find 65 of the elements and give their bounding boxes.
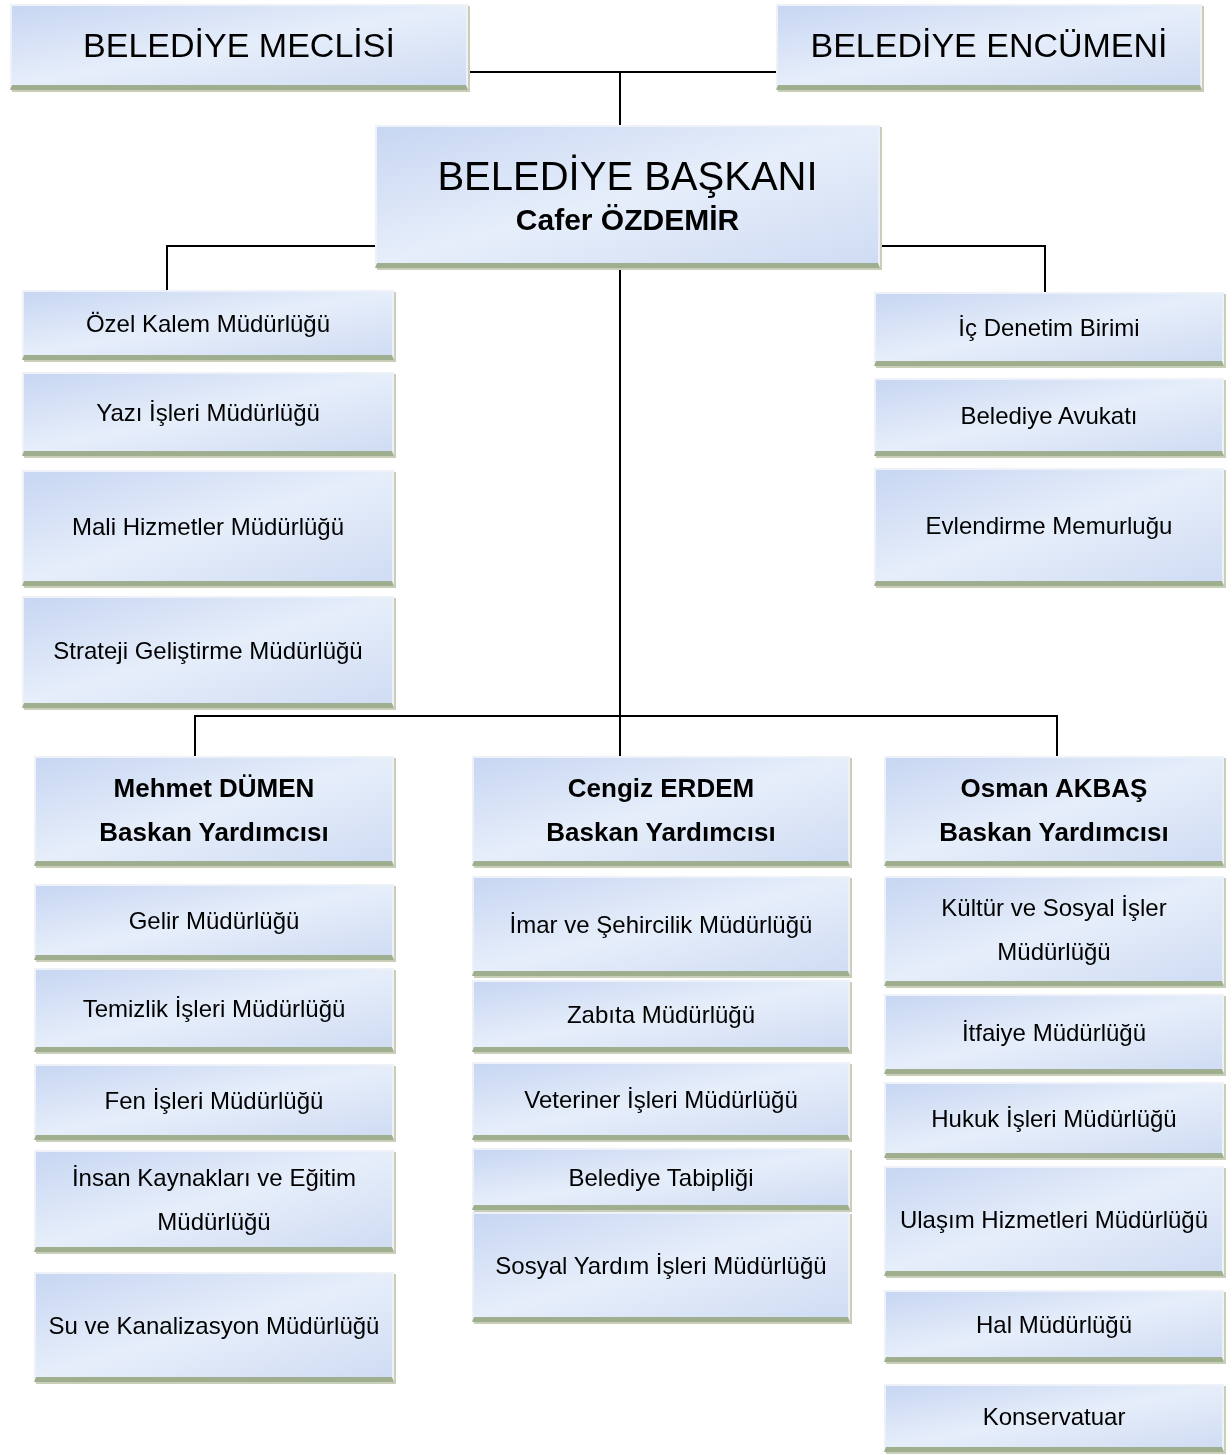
unit-name: İnsan Kaynakları ve Eğitim Müdürlüğü <box>70 1162 358 1237</box>
unit-name: Ulaşım Hizmetleri Müdürlüğü <box>899 1204 1209 1235</box>
connector-line <box>879 245 1046 293</box>
org-box <box>22 596 394 708</box>
unit-name: Strateji Geliştirme Müdürlüğü <box>53 635 363 666</box>
unit-name: BELEDİYE MECLİSİ <box>83 25 395 67</box>
org-box <box>22 372 394 456</box>
org-box <box>34 756 394 866</box>
org-box <box>472 876 850 976</box>
org-box <box>776 4 1202 90</box>
unit-name: İç Denetim Birimi <box>958 312 1140 343</box>
unit-name: Zabıta Müdürlüğü <box>566 999 756 1030</box>
unit-name: Fen İşleri Müdürlüğü <box>104 1085 324 1116</box>
connector-line <box>166 245 376 291</box>
org-box <box>34 1150 394 1252</box>
unit-name: İtfaiye Müdürlüğü <box>961 1017 1147 1048</box>
role-title: Baskan Yardımcısı <box>99 815 329 849</box>
org-box <box>34 968 394 1052</box>
org-box <box>884 994 1224 1074</box>
org-box <box>34 1272 394 1382</box>
unit-name: Yazı İşleri Müdürlüğü <box>96 397 320 428</box>
unit-name: Konservatuar <box>982 1401 1126 1432</box>
org-box <box>375 125 880 268</box>
org-box <box>884 1384 1224 1452</box>
org-box <box>472 756 850 866</box>
unit-name: Su ve Kanalizasyon Müdürlüğü <box>48 1310 380 1341</box>
org-box <box>874 468 1224 586</box>
role-title: Baskan Yardımcısı <box>939 815 1169 849</box>
unit-name: İmar ve Şehircilik Müdürlüğü <box>509 909 813 940</box>
org-box <box>472 1148 850 1210</box>
org-box <box>874 292 1224 366</box>
org-box <box>884 1290 1224 1362</box>
unit-name: Sosyal Yardım İşleri Müdürlüğü <box>495 1250 827 1281</box>
unit-name: Kültür ve Sosyal İşler Müdürlüğü <box>940 892 1168 967</box>
unit-name: Hukuk İşleri Müdürlüğü <box>931 1103 1177 1134</box>
org-box <box>10 4 468 90</box>
org-box <box>874 378 1224 456</box>
unit-name: Veteriner İşleri Müdürlüğü <box>524 1084 798 1115</box>
unit-name: Gelir Müdürlüğü <box>128 905 300 936</box>
org-box <box>34 1064 394 1140</box>
org-box <box>22 470 394 586</box>
person-name: Cengiz ERDEM <box>567 771 755 805</box>
person-name: Osman AKBAŞ <box>960 771 1148 805</box>
connector-line <box>619 71 777 126</box>
office-title: BELEDİYE BAŞKANI <box>437 153 818 201</box>
org-box <box>884 756 1224 866</box>
org-box <box>34 884 394 960</box>
org-box <box>22 290 394 360</box>
org-box <box>472 1062 850 1140</box>
unit-name: Evlendirme Memurluğu <box>925 510 1173 541</box>
unit-name: Özel Kalem Müdürlüğü <box>85 308 331 339</box>
org-box <box>884 1166 1224 1276</box>
unit-name: Belediye Tabipliği <box>568 1162 754 1193</box>
role-title: Baskan Yardımcısı <box>546 815 776 849</box>
unit-name: Mali Hizmetler Müdürlüğü <box>71 511 345 542</box>
unit-name: BELEDİYE ENCÜMENİ <box>810 25 1168 67</box>
person-name: Cafer ÖZDEMİR <box>515 202 740 239</box>
org-box <box>884 876 1224 986</box>
org-box <box>472 980 850 1052</box>
unit-name: Temizlik İşleri Müdürlüğü <box>82 993 346 1024</box>
org-box <box>884 1082 1224 1158</box>
person-name: Mehmet DÜMEN <box>113 771 315 805</box>
unit-name: Belediye Avukatı <box>960 400 1138 431</box>
org-box <box>472 1212 850 1322</box>
unit-name: Hal Müdürlüğü <box>975 1309 1133 1340</box>
